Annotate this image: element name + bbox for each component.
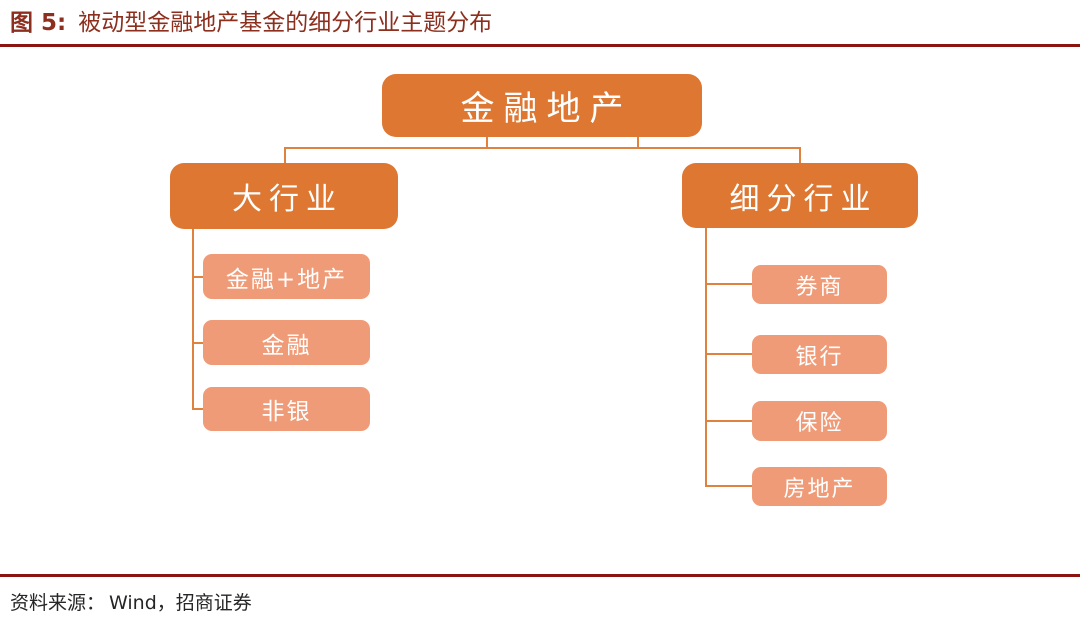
leaf-realestate: 房地产 <box>752 467 887 506</box>
figure-title-text: 被动型金融地产基金的细分行业主题分布 <box>78 10 493 37</box>
node-root-financial-realestate: 金融地产 <box>382 74 702 137</box>
connector-root-stub-left <box>486 137 488 148</box>
leaf-bank: 银行 <box>752 335 887 374</box>
source-note: 资料来源：Wind，招商证券 <box>10 588 252 615</box>
connector-left-vertical <box>192 229 194 410</box>
footer-divider <box>0 574 1080 577</box>
connector-root-horizontal <box>284 147 800 149</box>
figure-number-label: 图 5: <box>10 10 67 37</box>
leaf-finance: 金融 <box>203 320 370 365</box>
source-text: Wind，招商证券 <box>109 592 252 614</box>
figure-title: 图 5: 被动型金融地产基金的细分行业主题分布 <box>10 7 492 41</box>
node-branch-big-industry: 大行业 <box>170 163 398 229</box>
connector-drop-left-branch <box>284 147 286 164</box>
leaf-insurance: 保险 <box>752 401 887 441</box>
connector-right-leaf-4 <box>705 485 752 487</box>
connector-left-leaf-3 <box>192 408 203 410</box>
connector-left-leaf-1 <box>192 276 203 278</box>
connector-right-leaf-1 <box>705 283 752 285</box>
node-branch-sub-industry: 细分行业 <box>682 163 918 228</box>
connector-right-vertical <box>705 228 707 487</box>
connector-right-leaf-2 <box>705 353 752 355</box>
connector-root-stub-right <box>637 137 639 148</box>
leaf-nonbank: 非银 <box>203 387 370 431</box>
leaf-broker: 券商 <box>752 265 887 304</box>
connector-left-leaf-2 <box>192 342 203 344</box>
connector-right-leaf-3 <box>705 420 752 422</box>
connector-drop-right-branch <box>799 147 801 164</box>
leaf-finance-plus-realestate: 金融+地产 <box>203 254 370 299</box>
source-label: 资料来源： <box>10 592 106 614</box>
title-divider <box>0 44 1080 47</box>
